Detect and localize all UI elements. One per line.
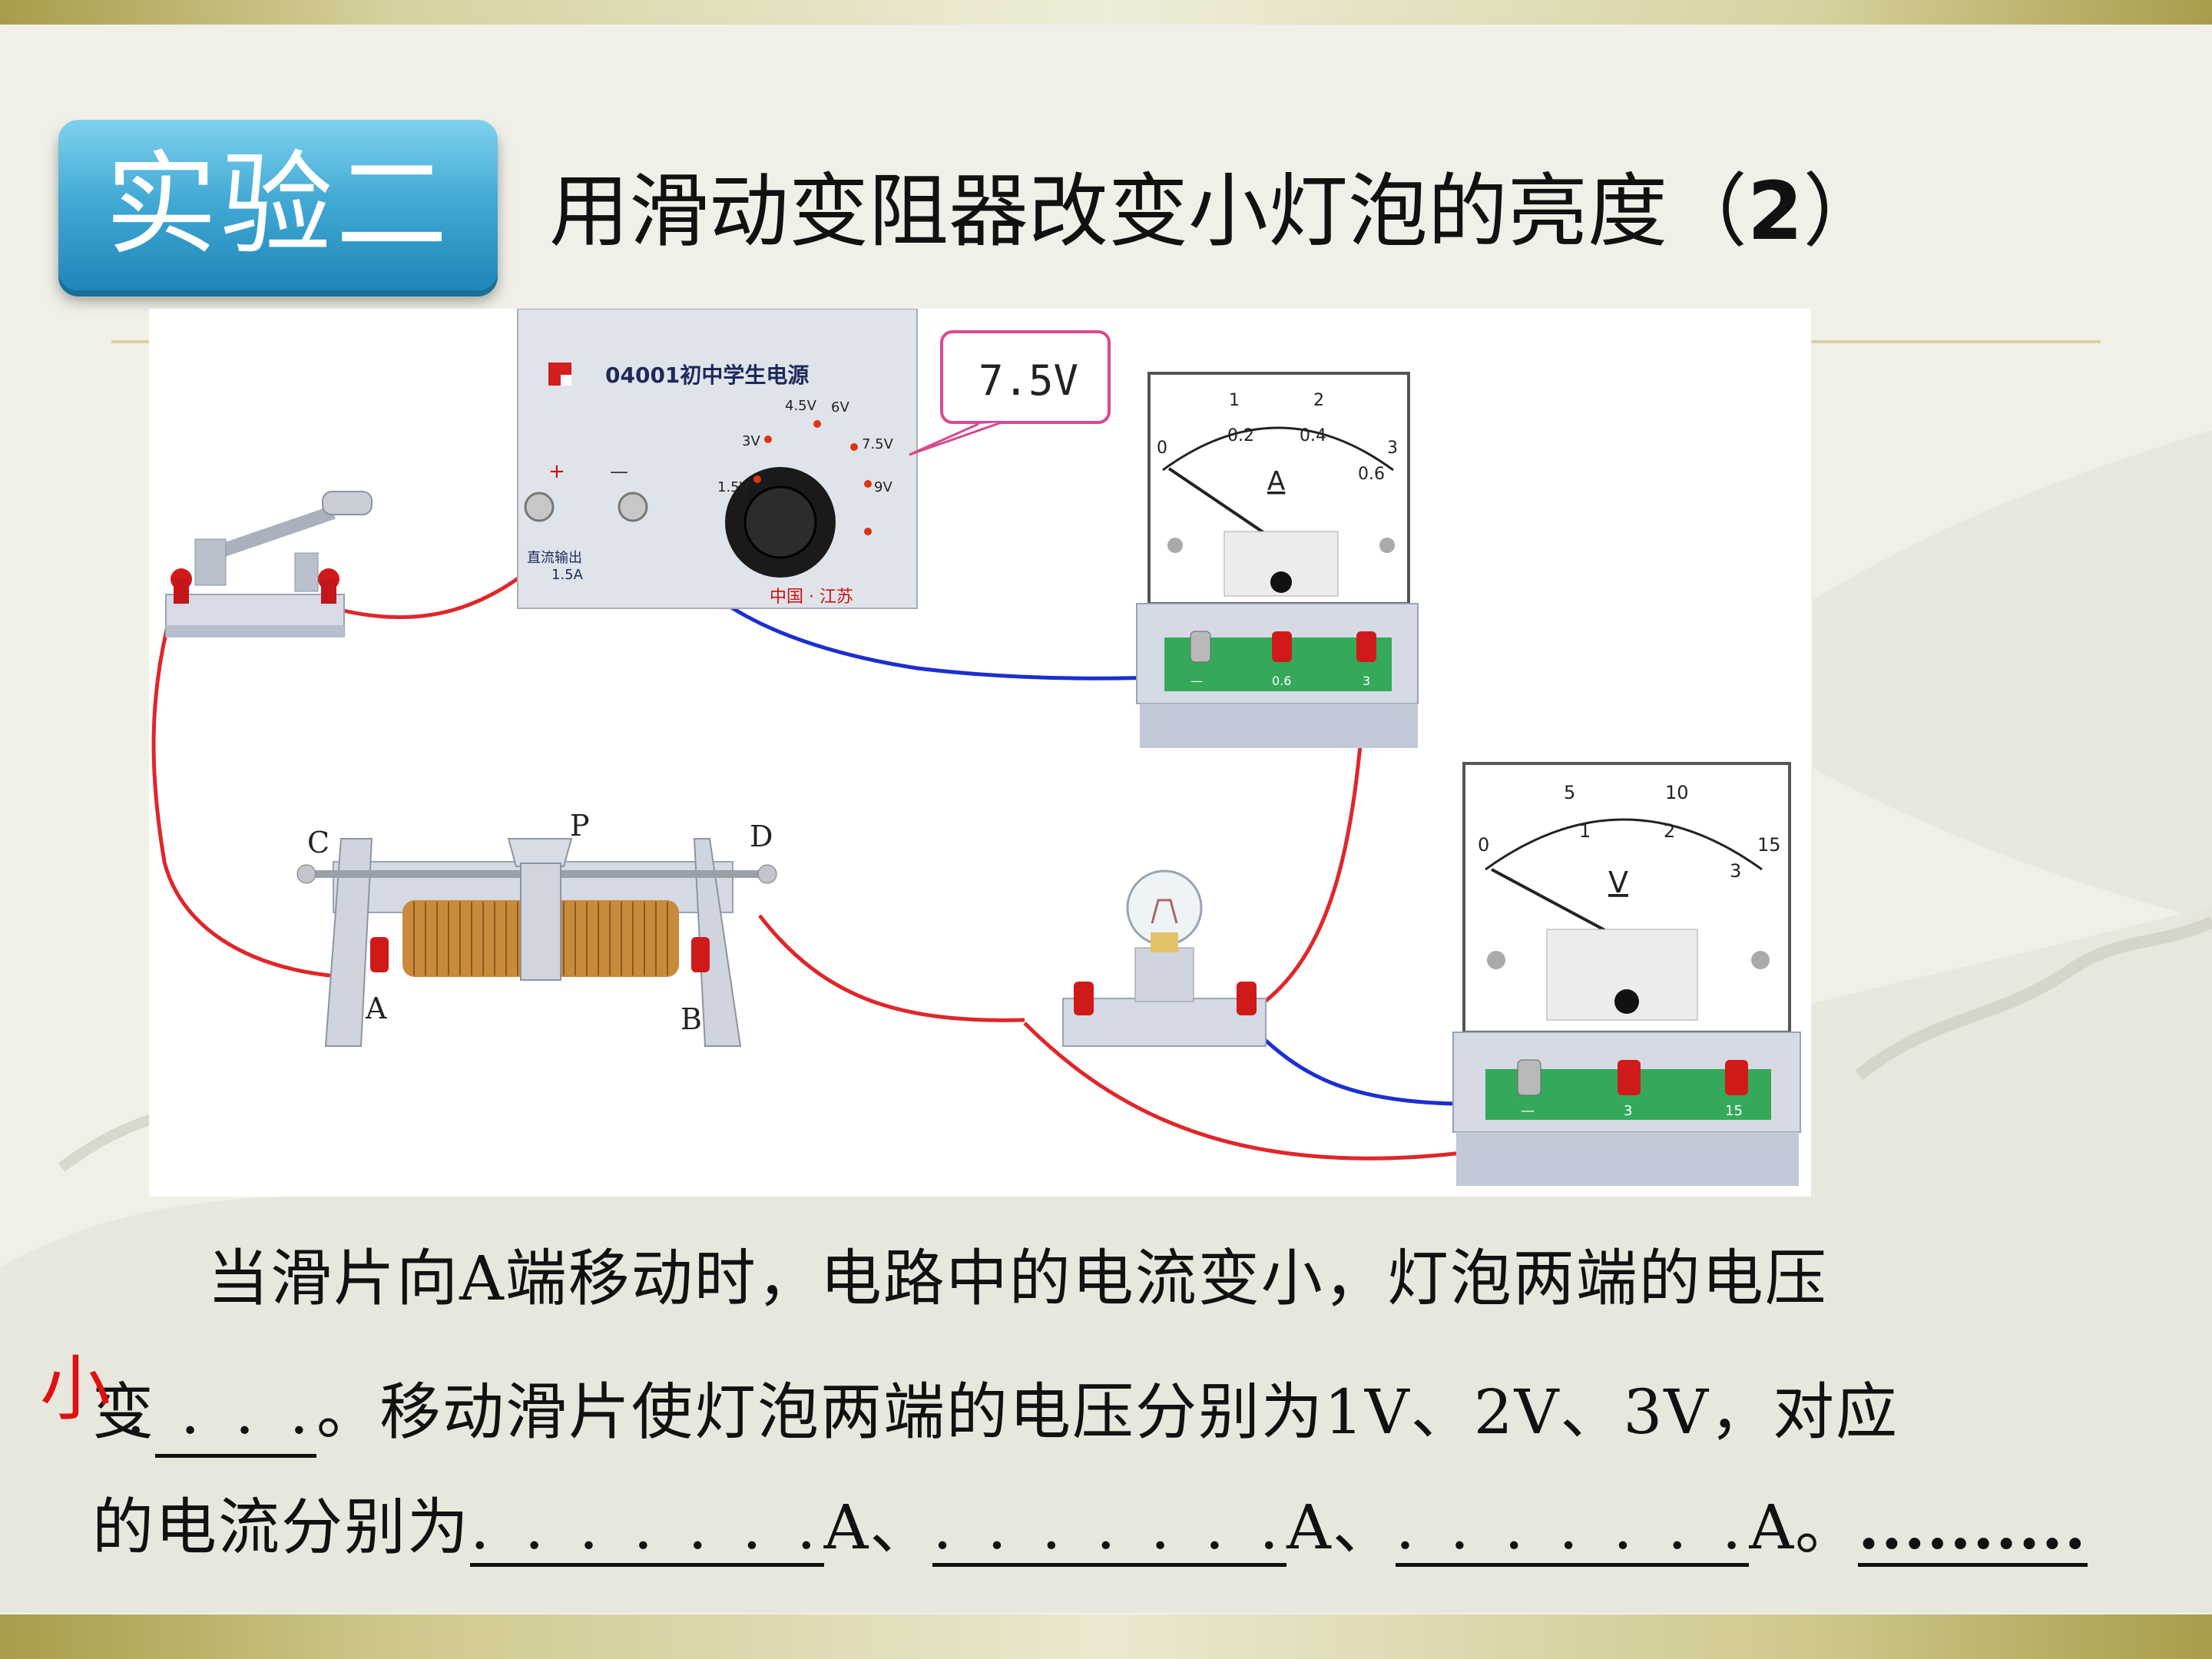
rheostat-label-b: B (680, 1002, 702, 1036)
current-blank-1[interactable]: . . . . . . . (470, 1492, 824, 1567)
ammeter-terminal-0-6: 0.6 (1272, 674, 1291, 688)
ammeter-unit: A (1267, 466, 1285, 497)
current-blank-2[interactable]: . . . . . . . (932, 1492, 1286, 1567)
current-unit-1: A、 (823, 1492, 933, 1563)
question-line-1-text: 当滑片向A端移动时，电路中的电流变小，灯泡两端的电压 (207, 1243, 1828, 1314)
ammeter-terminal-minus: — (1190, 674, 1203, 688)
voltmeter-bottom-2: 2 (1664, 820, 1675, 842)
ammeter-bottom-0-4: 0.4 (1300, 426, 1326, 445)
dial-label-4-5v: 4.5V (785, 398, 817, 414)
voltmeter-bottom-3: 3 (1730, 860, 1741, 882)
question-line-3-start: 的电流分别为 (92, 1492, 470, 1563)
ammeter-bottom-0-2: 0.2 (1227, 426, 1254, 445)
title-suffix: ） (1803, 164, 1883, 258)
ammeter-icon: 0 1 2 3 0.2 0.4 0.6 A — 0.6 3 (1136, 372, 1419, 748)
question-line-2-start: 变 (92, 1376, 155, 1448)
question-line-2: 变小. . . .。移动滑片使灯泡两端的电压分别为1V、2V、3V，对应 (40, 1348, 2120, 1458)
rheostat-icon: C D P A B (296, 809, 777, 1047)
question-line-1: 当滑片向A端移动时，电路中的电流变小，灯泡两端的电压 (92, 1229, 2120, 1318)
power-origin-label: 中国 · 江苏 (770, 588, 853, 607)
question-line-2-rest: 。移动滑片使灯泡两端的电压分别为1V、2V、3V，对应 (316, 1376, 1899, 1448)
power-minus-label: — (610, 461, 628, 482)
answer-blank-1[interactable]: 小. . . . (40, 1348, 317, 1458)
rheostat-label-p: P (570, 809, 590, 843)
circuit-figure: 04001初中学生电源 + — 直流输出 1.5A 1.5V 3V 4.5V 6… (149, 309, 1811, 1197)
power-supply-icon: 04001初中学生电源 + — 直流输出 1.5A 1.5V 3V 4.5V 6… (517, 309, 918, 609)
voltmeter-unit: V (1608, 866, 1628, 899)
ammeter-top-1: 1 (1229, 391, 1240, 410)
current-unit-2: A、 (1286, 1492, 1396, 1563)
bottom-decor-bar (0, 1614, 2212, 1659)
voltmeter-top-15: 15 (1757, 834, 1781, 856)
voltmeter-terminal-15: 15 (1725, 1103, 1743, 1119)
ammeter-top-3: 3 (1387, 439, 1398, 458)
current-unit-3: A。 (1749, 1492, 1859, 1563)
voltmeter-icon: 0 5 10 15 1 2 3 V — 3 15 (1452, 762, 1801, 1186)
red-wire-switch-to-rheostat (151, 608, 346, 979)
dial-label-9v: 9V (874, 479, 892, 495)
ammeter-terminal-3: 3 (1363, 674, 1370, 688)
bulb-icon (1062, 869, 1267, 1047)
answer-text: 小 (40, 1348, 119, 1430)
title-number: 2 (1747, 164, 1803, 258)
callout-text: 7.5V (979, 356, 1078, 405)
rheostat-label-c: C (307, 826, 329, 859)
dial-label-3v: 3V (742, 433, 760, 449)
experiment-badge: 实验二 (58, 120, 498, 290)
dial-label-6v: 6V (831, 399, 849, 416)
switch-icon (165, 491, 373, 637)
slide-title: 用滑动变阻器改变小灯泡的亮度（2） (549, 146, 1883, 262)
current-blank-3[interactable]: . . . . . . . (1395, 1492, 1750, 1567)
voltmeter-top-0: 0 (1478, 834, 1489, 856)
blue-wire-bulb-to-voltmeter (1244, 1020, 1502, 1106)
dial-label-7-5v: 7.5V (862, 436, 894, 452)
dial-label-1-5v: 1.5V (717, 479, 750, 495)
voltmeter-terminal-3: 3 (1624, 1103, 1632, 1119)
rheostat-label-a: A (365, 992, 387, 1025)
question-line-3: 的电流分别为. . . . . . .A、. . . . . . .A、. . … (92, 1478, 2120, 1567)
power-output-label: 直流输出 (527, 550, 582, 566)
badge-label: 实验二 (105, 140, 451, 270)
power-output-current: 1.5A (551, 567, 584, 583)
voltmeter-terminal-minus: — (1521, 1103, 1535, 1119)
ammeter-top-2: 2 (1313, 391, 1324, 410)
ammeter-top-0: 0 (1157, 439, 1167, 458)
title-prefix: 用滑动变阻器改变小灯泡的亮度（ (549, 164, 1748, 258)
voltmeter-top-10: 10 (1665, 782, 1689, 803)
power-plus-label: + (548, 460, 565, 483)
voltmeter-top-5: 5 (1564, 782, 1575, 803)
ammeter-bottom-0-6: 0.6 (1358, 465, 1385, 484)
top-decor-bar (0, 0, 2212, 25)
voltage-callout: 7.5V (909, 330, 1111, 456)
rheostat-label-d: D (750, 820, 773, 853)
power-model-label: 04001初中学生电源 (605, 363, 809, 388)
voltmeter-bottom-1: 1 (1579, 820, 1591, 842)
red-wire-rheostat-to-bulb (758, 914, 1025, 1022)
answer-blank-1-dots: . . . . (126, 1376, 317, 1448)
trailing-dots: .......... (1858, 1491, 2088, 1567)
